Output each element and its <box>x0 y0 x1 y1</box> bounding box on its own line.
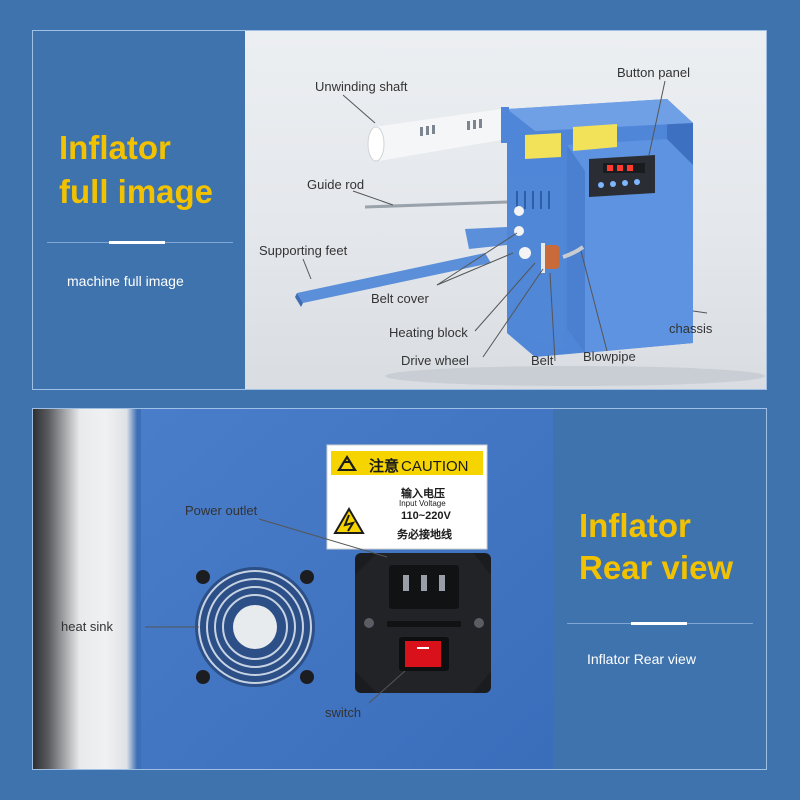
panel-title-line2: Rear view <box>579 549 734 586</box>
callout-heating-block: Heating block <box>389 325 468 340</box>
caution-en: CAUTION <box>401 458 469 475</box>
callout-chassis: chassis <box>669 321 713 336</box>
panel-subtitle: Inflator Rear view <box>587 651 696 667</box>
caution-line1: 输入电压 <box>401 488 445 500</box>
panel-title-line2: full image <box>59 173 214 210</box>
caution-line2: Input Voltage <box>399 499 446 508</box>
inflator-illustration <box>295 80 765 386</box>
caution-line3: 110~220V <box>401 510 451 522</box>
full-image-panel: Inflator full image machine full image <box>32 30 767 390</box>
callout-button-panel: Button panel <box>617 65 691 80</box>
divider-mark <box>631 622 687 625</box>
callout-supporting-feet: Supporting feet <box>259 243 348 258</box>
divider-mark <box>109 241 165 244</box>
callout-switch: switch <box>325 705 362 720</box>
callout-power-outlet: Power outlet <box>185 503 258 518</box>
rear-view-label-area: Inflator Rear view Inflator Rear view <box>553 409 766 769</box>
callout-belt-cover: Belt cover <box>371 291 429 306</box>
caution-cn: 注意 <box>369 458 400 475</box>
panel-title-line1: Inflator <box>59 129 171 166</box>
callout-blowpipe: Blowpipe <box>583 349 636 364</box>
panel-subtitle: machine full image <box>67 273 184 289</box>
callout-unwinding-shaft: Unwinding shaft <box>315 79 408 94</box>
caution-line4: 务必接地线 <box>397 529 452 541</box>
full-image-label-area: Inflator full image machine full image <box>33 31 245 389</box>
panel-title-line1: Inflator <box>579 507 691 544</box>
fan-grille <box>195 567 315 687</box>
inflator-photo: Unwinding shaft Guide rod Supporting fee… <box>245 31 766 389</box>
caution-label-shape <box>326 444 488 550</box>
callout-belt: Belt <box>531 353 554 368</box>
callout-guide-rod: Guide rod <box>307 177 365 192</box>
callout-heat-sink: heat sink <box>61 619 114 634</box>
power-module <box>355 553 491 693</box>
rear-view-illustration <box>141 409 553 769</box>
callout-drive-wheel: Drive wheel <box>401 353 469 368</box>
